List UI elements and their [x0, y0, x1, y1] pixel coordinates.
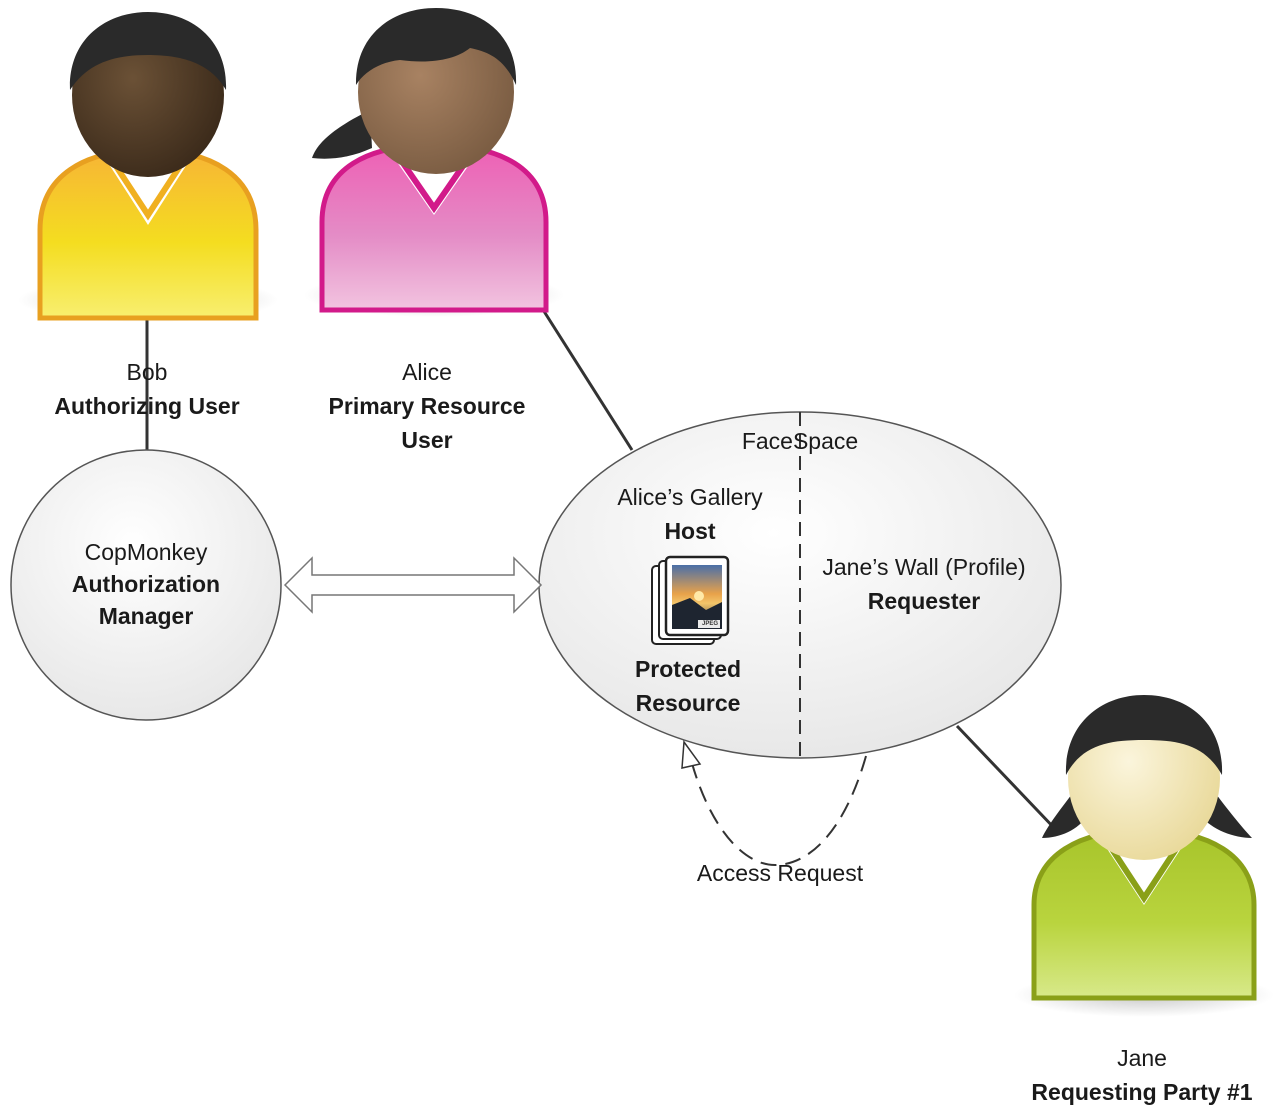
gallery-label: Alice’s Gallery Host: [590, 480, 790, 548]
bidirectional-arrow: [283, 556, 543, 614]
facespace-title: FaceSpace: [741, 428, 859, 454]
alice-role-line1: Primary Resource: [328, 393, 526, 419]
authorization-manager-name: CopMonkey: [84, 539, 208, 565]
authorization-manager-node: [10, 449, 282, 721]
jane-name: Jane: [1117, 1045, 1167, 1071]
jane-label: Jane Requesting Party #1: [1010, 1041, 1274, 1109]
access-request-arrowhead: [681, 739, 702, 769]
alice-avatar: [304, 8, 564, 317]
protected-resource-line2: Resource: [635, 690, 741, 716]
alice-label: Alice Primary Resource User: [306, 355, 548, 457]
alice-role-line2: User: [401, 427, 453, 453]
bob-name: Bob: [126, 359, 168, 385]
jane-avatar: [1014, 695, 1274, 1017]
access-request-arc: [687, 747, 867, 867]
alice-name: Alice: [402, 359, 452, 385]
bob-avatar: [18, 12, 278, 322]
jpeg-file-icon: [651, 555, 730, 645]
authorization-manager-role-line1: Authorization: [71, 571, 221, 597]
wall-role: Requester: [867, 588, 981, 614]
bob-role: Authorizing User: [54, 393, 240, 419]
alice-to-facespace-connector: [538, 304, 634, 451]
protected-resource-line1: Protected: [634, 656, 742, 682]
wall-name: Jane’s Wall (Profile): [822, 554, 1026, 580]
access-request-label: Access Request: [696, 860, 864, 886]
gallery-name: Alice’s Gallery: [617, 484, 763, 510]
wall-label: Jane’s Wall (Profile) Requester: [800, 550, 1048, 618]
bob-label: Bob Authorizing User: [30, 355, 264, 423]
jane-role: Requesting Party #1: [1031, 1079, 1253, 1105]
authorization-manager-role-line2: Manager: [98, 603, 194, 629]
jane-to-facespace-connector: [955, 724, 1060, 834]
jpeg-badge: JPEG: [701, 621, 718, 627]
protected-resource-label: Protected Resource: [598, 652, 778, 720]
authorization-manager-label: CopMonkey Authorization Manager: [26, 536, 266, 632]
gallery-role: Host: [664, 518, 716, 544]
